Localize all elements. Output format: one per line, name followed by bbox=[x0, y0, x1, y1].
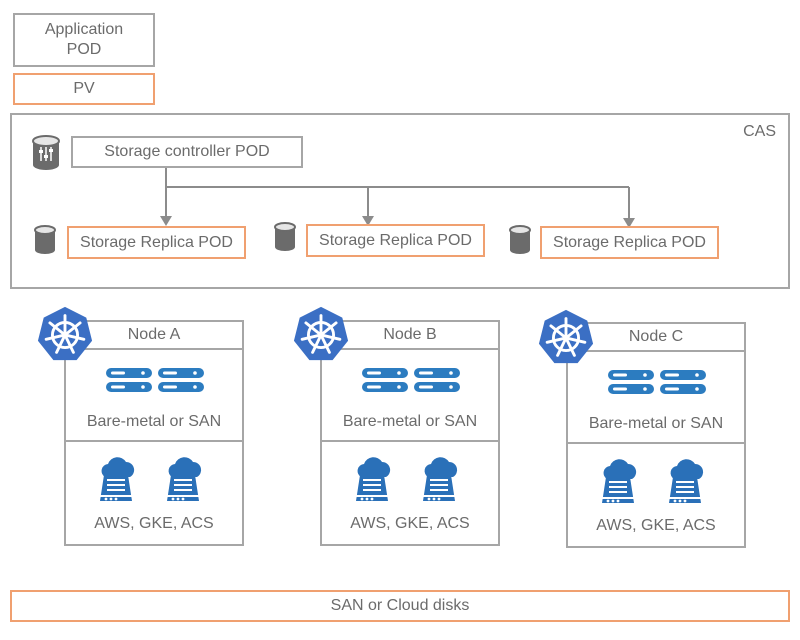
node-title: Node B bbox=[322, 322, 498, 350]
controller-replica-connectors bbox=[160, 168, 635, 228]
node-title: Node A bbox=[66, 322, 242, 350]
storage-replica-pod: Storage Replica POD bbox=[306, 224, 485, 257]
database-icon bbox=[508, 225, 532, 255]
node-divider bbox=[66, 440, 242, 442]
kubernetes-icon bbox=[36, 305, 94, 363]
node-cloud-label: AWS, GKE, ACS bbox=[94, 515, 214, 532]
node-cloud-label: AWS, GKE, ACS bbox=[350, 515, 470, 532]
node-title: Node C bbox=[568, 324, 744, 352]
legend-application-pod: Application POD bbox=[13, 13, 155, 67]
server-rack-icon bbox=[659, 369, 707, 395]
server-rack-icon bbox=[413, 367, 461, 393]
node-infra-label: Bare-metal or SAN bbox=[588, 415, 724, 432]
cloud-server-icon bbox=[419, 455, 459, 505]
node-divider bbox=[568, 442, 744, 444]
node-infra-label: Bare-metal or SAN bbox=[86, 413, 222, 430]
node-cloud-label: AWS, GKE, ACS bbox=[596, 517, 716, 534]
node-infra-label: Bare-metal or SAN bbox=[342, 413, 478, 430]
cas-container: CAS bbox=[10, 113, 790, 289]
kubernetes-icon bbox=[537, 308, 595, 366]
node-b: Node B Bare-metal or SAN AWS, GKE, ACS bbox=[320, 320, 500, 546]
storage-replica-pod: Storage Replica POD bbox=[540, 226, 719, 259]
storage-controller-pod: Storage controller POD bbox=[71, 136, 303, 168]
server-rack-icon bbox=[361, 367, 409, 393]
server-rack-icon bbox=[157, 367, 205, 393]
storage-replica-pod: Storage Replica POD bbox=[67, 226, 246, 259]
server-rack-icon bbox=[607, 369, 655, 395]
cloud-server-icon bbox=[665, 457, 705, 507]
cloud-server-icon bbox=[352, 455, 392, 505]
san-cloud-disks: SAN or Cloud disks bbox=[10, 590, 790, 622]
kubernetes-icon bbox=[292, 305, 350, 363]
database-icon bbox=[273, 222, 297, 252]
node-a: Node A Bare-metal or SAN AWS, GKE, ACS bbox=[64, 320, 244, 546]
node-c: Node C Bare-metal or SAN AWS, GKE, ACS bbox=[566, 322, 746, 548]
cloud-server-icon bbox=[163, 455, 203, 505]
legend-pv: PV bbox=[13, 73, 155, 105]
server-rack-icon bbox=[105, 367, 153, 393]
cas-label: CAS bbox=[743, 123, 776, 140]
cloud-server-icon bbox=[96, 455, 136, 505]
cloud-server-icon bbox=[598, 457, 638, 507]
database-icon bbox=[33, 225, 57, 255]
node-divider bbox=[322, 440, 498, 442]
